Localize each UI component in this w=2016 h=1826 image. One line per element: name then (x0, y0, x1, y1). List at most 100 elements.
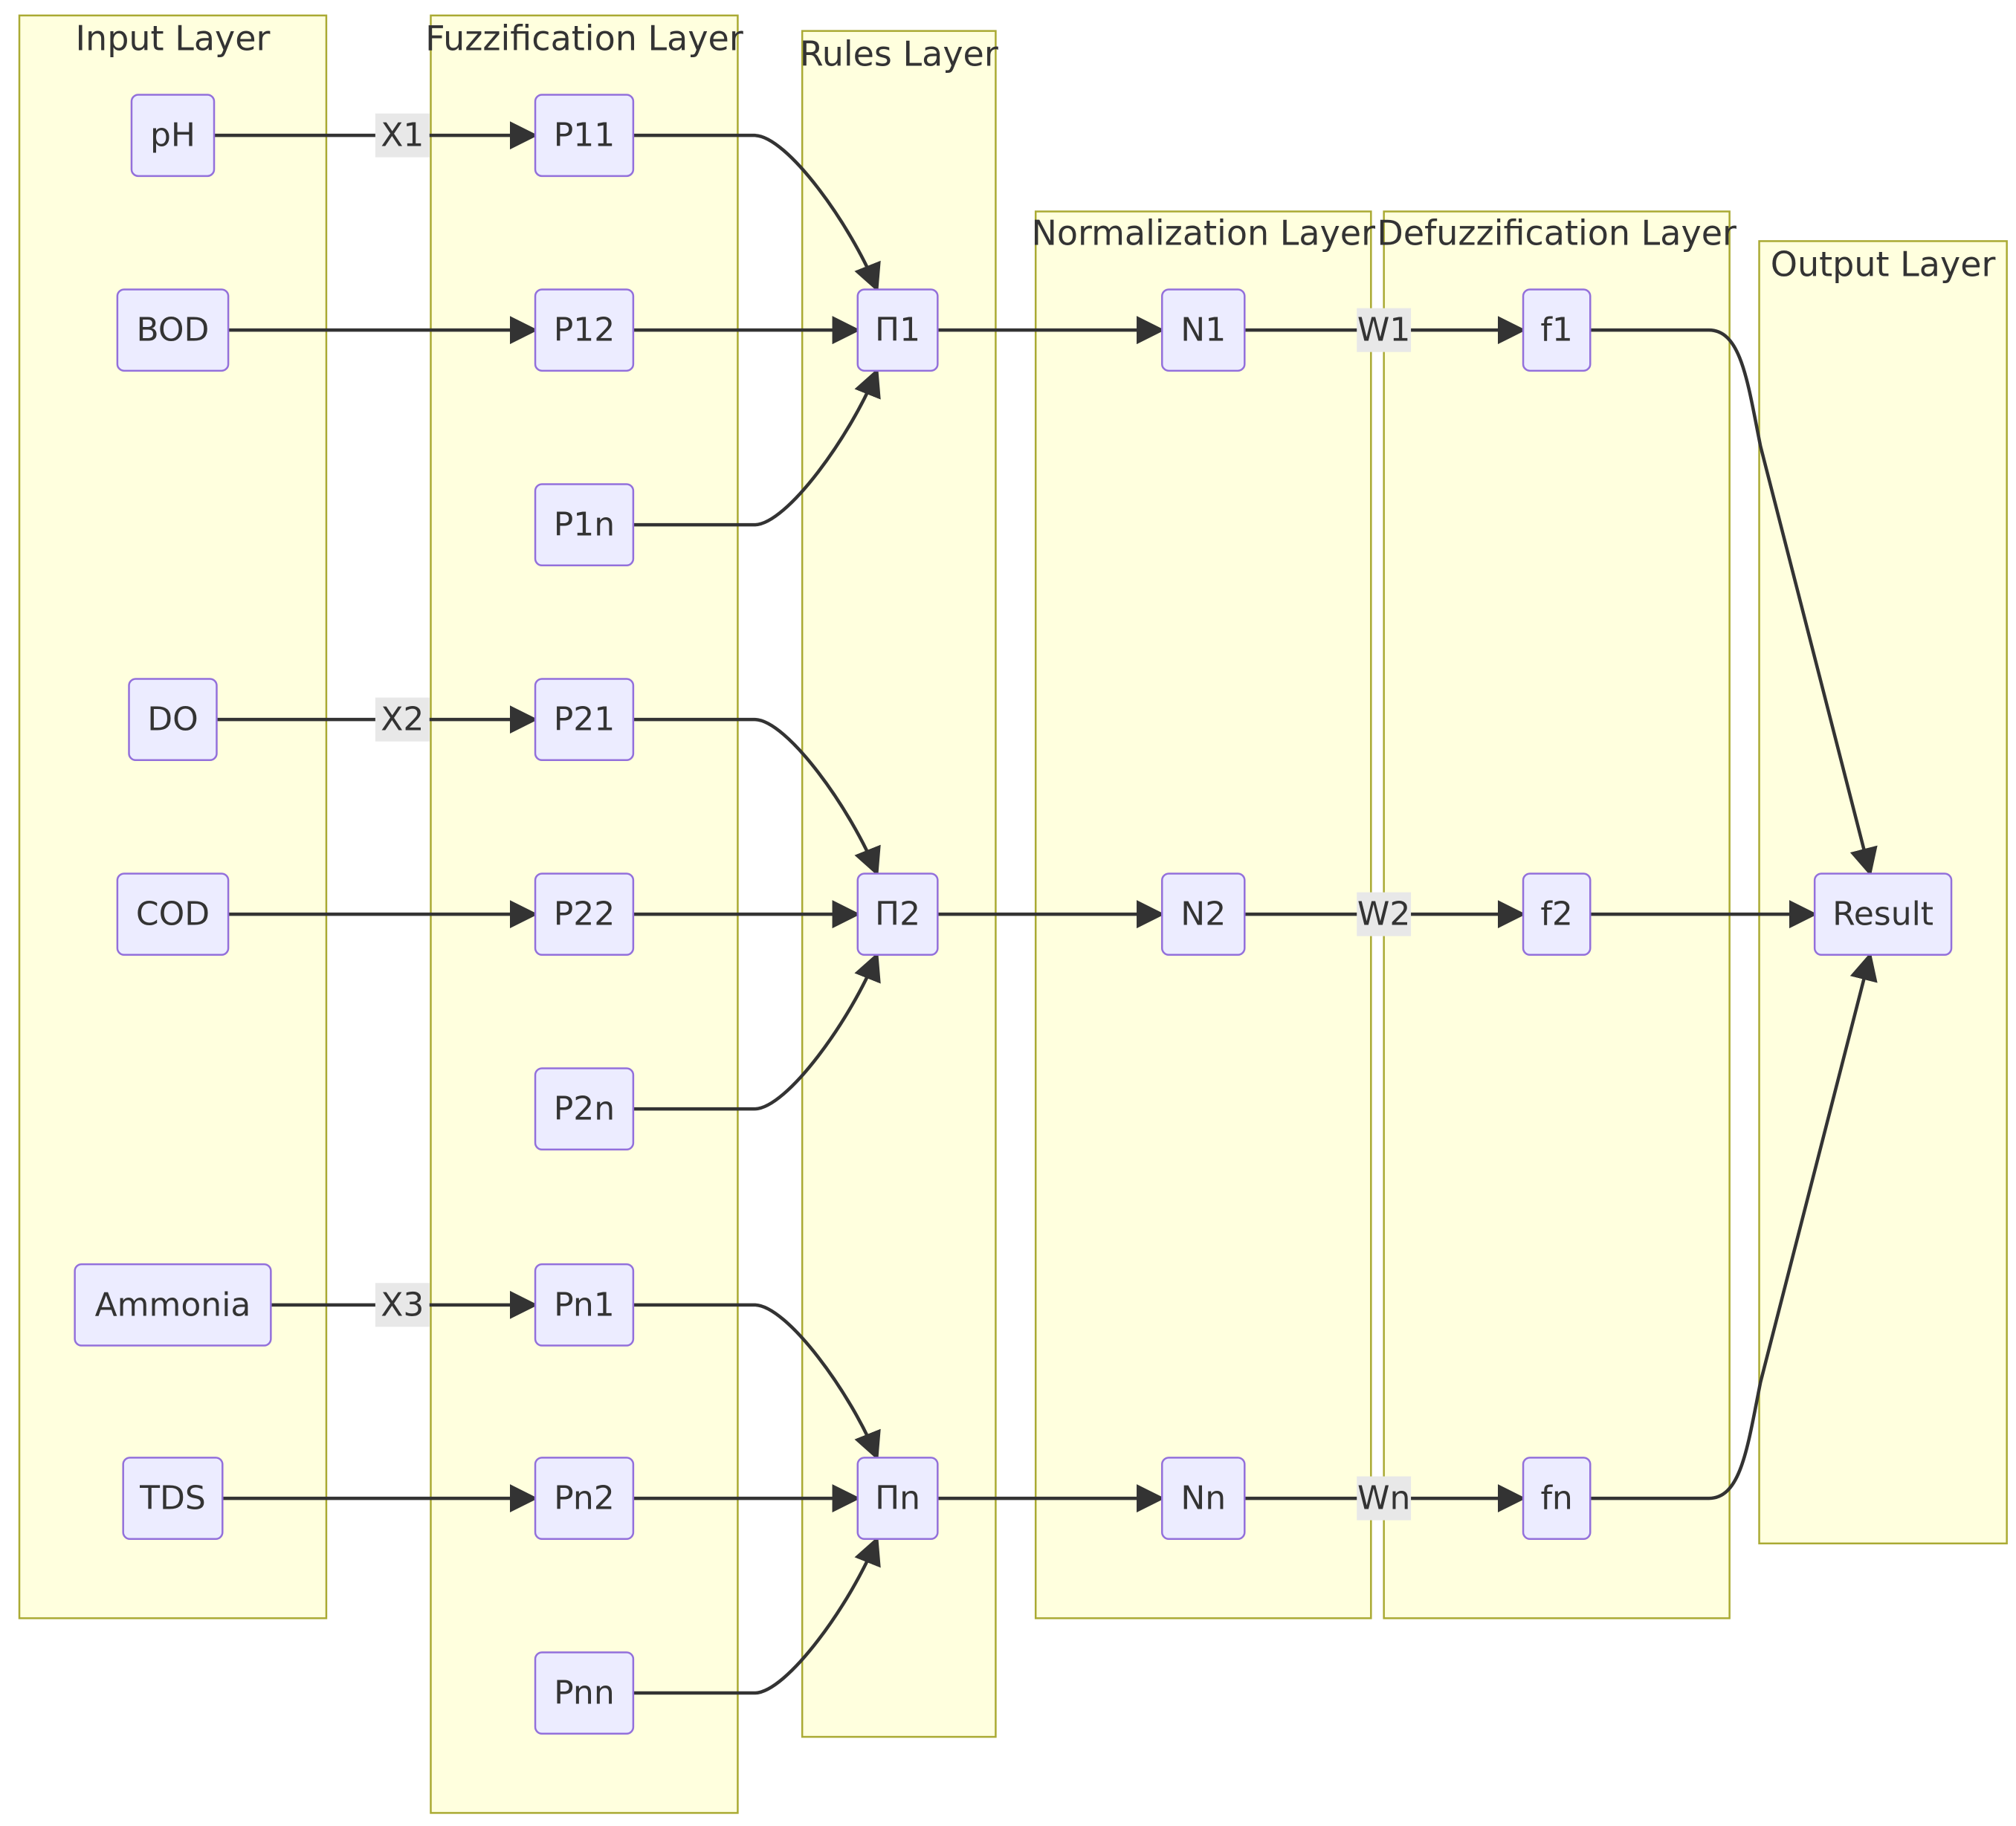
node-label: Result (1832, 896, 1933, 933)
node-box (116, 288, 230, 372)
node-box (130, 94, 216, 178)
node-f1[interactable]: f1 (1522, 288, 1592, 372)
edge-label-text: Wn (1357, 1480, 1410, 1518)
node-rn[interactable]: Πn (856, 1457, 939, 1540)
node-label: TDS (139, 1480, 206, 1518)
edge-fn-to-result (1590, 952, 1878, 1500)
node-label: DO (147, 701, 198, 739)
edge-pnn-to-rn (633, 1536, 881, 1695)
node-cod[interactable]: COD (116, 872, 230, 956)
node-tds[interactable]: TDS (122, 1457, 224, 1540)
node-r2[interactable]: Π2 (856, 872, 939, 956)
node-f2[interactable]: f2 (1522, 872, 1592, 956)
cluster-title: Defuzzification Layer (1377, 213, 1736, 253)
node-n2[interactable]: N2 (1160, 872, 1246, 956)
edge-p21-to-r2 (633, 717, 881, 876)
node-r1[interactable]: Π1 (856, 288, 939, 372)
node-pnn[interactable]: Pnn (534, 1651, 635, 1735)
edge-label-text: X3 (381, 1286, 424, 1324)
node-box (1522, 288, 1592, 372)
node-label: P2n (554, 1090, 615, 1128)
node-label: fn (1540, 1480, 1572, 1518)
edge-label-background (375, 113, 430, 158)
node-box (856, 1457, 939, 1540)
node-result[interactable]: Result (1813, 872, 1953, 956)
node-label: pH (150, 117, 196, 155)
node-label: P22 (554, 896, 616, 933)
node-box (856, 872, 939, 956)
cluster-title: Fuzzification Layer (425, 19, 743, 59)
node-pn2[interactable]: Pn2 (534, 1457, 635, 1540)
node-label: P1n (554, 506, 615, 544)
node-label: P11 (554, 117, 616, 155)
node-box (1522, 872, 1592, 956)
node-p1n[interactable]: P1n (534, 483, 635, 567)
edge-label-x3: X3 (375, 1283, 430, 1327)
node-ammonia[interactable]: Ammonia (74, 1263, 272, 1347)
cluster-input: Input Layer (18, 14, 328, 1619)
edge-label-x1: X1 (375, 113, 430, 158)
edge-label-w2: W2 (1357, 892, 1412, 936)
edge-label-text: X2 (381, 701, 424, 739)
edge-label-w1: W1 (1357, 308, 1412, 352)
node-box (534, 94, 635, 178)
edge-label-text: X1 (381, 117, 424, 155)
node-label: P21 (554, 701, 616, 739)
node-box (856, 288, 939, 372)
edge-p2n-to-r2 (633, 952, 881, 1111)
node-label: Ammonia (95, 1286, 251, 1324)
edge-label-text: W1 (1357, 311, 1411, 349)
node-do[interactable]: DO (128, 678, 218, 762)
node-label: Πn (875, 1480, 920, 1518)
node-box (116, 872, 230, 956)
cluster-title: Rules Layer (800, 33, 998, 74)
node-label: Nn (1180, 1480, 1226, 1518)
node-box (1522, 1457, 1592, 1540)
edge-label-background (375, 697, 430, 742)
node-box (74, 1263, 272, 1347)
node-box (534, 1067, 635, 1151)
node-label: Pn2 (554, 1480, 615, 1518)
edge-label-x2: X2 (375, 697, 430, 742)
node-pn1[interactable]: Pn1 (534, 1263, 635, 1347)
node-box (128, 678, 218, 762)
node-ph[interactable]: pH (130, 94, 216, 178)
node-p12[interactable]: P12 (534, 288, 635, 372)
edge-pn1-to-rn (633, 1303, 881, 1460)
node-fn[interactable]: fn (1522, 1457, 1592, 1540)
edge-p1n-to-r1 (633, 368, 881, 527)
node-p22[interactable]: P22 (534, 872, 635, 956)
edge-label-wn: Wn (1357, 1476, 1412, 1521)
node-box (122, 1457, 224, 1540)
edge-label-background (375, 1283, 430, 1327)
node-box (534, 1651, 635, 1735)
node-label: N2 (1180, 896, 1226, 933)
node-label: P12 (554, 311, 616, 349)
node-box (1160, 288, 1246, 372)
edge-label-background (1357, 1476, 1412, 1521)
node-nn[interactable]: Nn (1160, 1457, 1246, 1540)
edge-p11-to-r1 (633, 133, 881, 293)
node-p21[interactable]: P21 (534, 678, 635, 762)
node-label: N1 (1180, 311, 1226, 349)
node-p2n[interactable]: P2n (534, 1067, 635, 1151)
node-label: f1 (1540, 311, 1572, 349)
cluster-title: Output Layer (1771, 244, 1996, 284)
cluster-title: Normalization Layer (1031, 213, 1375, 253)
edge-label-background (1357, 308, 1412, 352)
node-box (1160, 872, 1246, 956)
cluster-box (18, 14, 328, 1619)
node-box (534, 678, 635, 762)
node-box (534, 483, 635, 567)
node-p11[interactable]: P11 (534, 94, 635, 178)
node-box (534, 1457, 635, 1540)
node-label: Π2 (875, 896, 920, 933)
node-box (1160, 1457, 1246, 1540)
node-label: f2 (1540, 896, 1572, 933)
cluster-title: Input Layer (75, 19, 270, 59)
node-label: BOD (137, 311, 210, 349)
node-bod[interactable]: BOD (116, 288, 230, 372)
node-n1[interactable]: N1 (1160, 288, 1246, 372)
